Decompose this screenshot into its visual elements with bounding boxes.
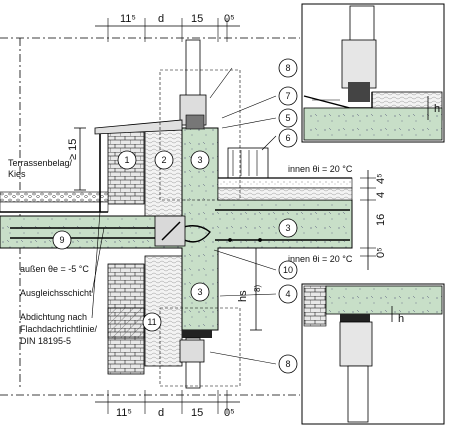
dim-bottom-d: 0⁵: [224, 407, 235, 419]
inset-detail-bottom: h: [301, 283, 445, 425]
svg-text:7: 7: [285, 91, 290, 101]
inset-bottom-h: h: [398, 313, 404, 325]
svg-text:3: 3: [197, 155, 202, 165]
callout-11: 11: [142, 312, 162, 332]
dim-right-c: 16: [375, 214, 387, 226]
callout-3c: 3: [190, 282, 210, 302]
callout-6: 6: [278, 128, 298, 148]
abdichtung-label-1: Abdichtung nach: [20, 312, 87, 322]
dim-top-d: 0⁵: [224, 13, 235, 25]
callout-10: 10: [278, 260, 298, 280]
callout-1: 1: [117, 150, 137, 170]
leader-lines: [91, 67, 277, 365]
svg-text:6: 6: [285, 133, 290, 143]
callout-4: 4: [278, 284, 298, 304]
ausgleich-label: Ausgleichsschicht: [20, 288, 92, 298]
inset-top-h: h: [434, 103, 440, 115]
axis-lines: [0, 37, 300, 396]
floor-convector: [227, 147, 269, 179]
terrace-label-line2: Kies: [8, 169, 26, 179]
dim-bottom-b: d: [158, 407, 164, 419]
hs-dimension: hs 8): [237, 247, 262, 331]
svg-text:8: 8: [285, 63, 290, 73]
callout-7: 7: [278, 86, 298, 106]
svg-text:5: 5: [285, 113, 290, 123]
svg-text:9: 9: [59, 235, 64, 245]
svg-text:8: 8: [285, 359, 290, 369]
abdichtung-label-3: DIN 18195-5: [20, 336, 71, 346]
callout-5: 5: [278, 108, 298, 128]
svg-text:4: 4: [285, 289, 290, 299]
dim-top-b: d: [158, 13, 164, 25]
callout-2: 2: [154, 150, 174, 170]
insulation-upper: [144, 129, 183, 217]
dim-right-b: 4: [375, 192, 387, 198]
svg-text:3: 3: [285, 223, 290, 233]
thermal-break-element: [154, 215, 186, 247]
right-dimension-line: 4⁵ 4 16 0⁵: [360, 170, 387, 270]
top-dimension-line: 11⁵ d 15 0⁵: [95, 13, 240, 42]
outside-label: außen θe = -5 °C: [20, 264, 89, 274]
window-frame-top: [94, 39, 241, 201]
lintel-block: [107, 307, 145, 339]
svg-text:10: 10: [283, 265, 293, 275]
bottom-dimension-line: 11⁵ d 15 0⁵: [95, 390, 240, 419]
callout-3b: 3: [278, 218, 298, 238]
dim-top-c: 15: [191, 13, 203, 25]
inset-detail-top: h: [301, 3, 445, 143]
abdichtung-label-2: Flachdachrichtlinie/: [20, 324, 98, 334]
insulation-lower: [144, 255, 183, 367]
callout-8a: 8: [278, 58, 298, 78]
inside-top-label: innen θi = 20 °C: [288, 164, 353, 174]
inside-bottom-label: innen θi = 20 °C: [288, 254, 353, 264]
dim-right-d: 0⁵: [375, 247, 387, 258]
dim-right-a: 4⁵: [375, 173, 387, 184]
dim-top-a: 11⁵: [120, 13, 136, 25]
interior-floor-buildup: [217, 177, 353, 201]
hs-superscript: 8): [253, 285, 262, 292]
dim-bottom-c: 15: [191, 407, 203, 419]
callout-3a: 3: [190, 150, 210, 170]
min-height-label: ≥ 15: [67, 139, 79, 160]
svg-text:11: 11: [147, 317, 156, 327]
terrace-label-line1: Terrassenbelag/: [8, 158, 73, 168]
dim-bottom-a: 11⁵: [116, 407, 132, 419]
svg-text:1: 1: [124, 155, 129, 165]
hs-label: hs: [237, 290, 249, 302]
callout-9: 9: [52, 230, 72, 250]
svg-text:2: 2: [161, 155, 166, 165]
min-height-dimension: ≥ 15: [67, 127, 86, 191]
svg-text:3: 3: [197, 287, 202, 297]
callout-8b: 8: [278, 354, 298, 374]
window-frame-bottom: [159, 307, 241, 389]
